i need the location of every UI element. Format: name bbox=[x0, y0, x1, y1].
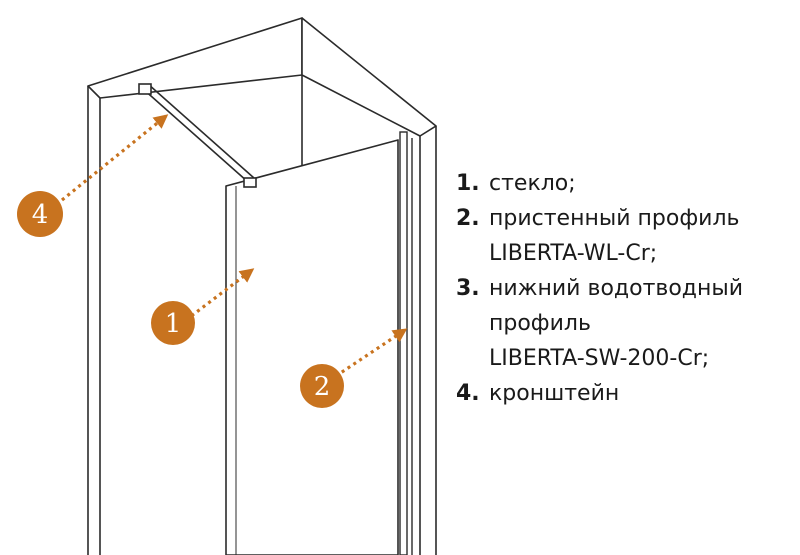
legend-item-glass: 1. стекло; bbox=[456, 166, 796, 201]
bracket bbox=[138, 83, 257, 188]
legend-number: 2. bbox=[456, 206, 480, 231]
legend-text: кронштейн bbox=[489, 381, 620, 406]
legend-number: 4. bbox=[456, 381, 480, 406]
callout-1-badge bbox=[151, 301, 195, 345]
legend-text: пристенный профиль bbox=[489, 206, 740, 231]
legend-item-bottom-profile: 3. нижний водотводный профиль LIBERTA-SW-… bbox=[456, 271, 796, 376]
legend-line: 2. пристенный профиль bbox=[456, 201, 796, 236]
callout-2-badge bbox=[300, 364, 344, 408]
parts-legend: 1. стекло; 2. пристенный профиль LIBERTA-W… bbox=[456, 166, 796, 411]
glass-panel bbox=[225, 139, 399, 555]
callout-4: 4 bbox=[17, 191, 63, 237]
legend-number: 3. bbox=[456, 276, 480, 301]
legend-line: 4. кронштейн bbox=[456, 376, 796, 411]
legend-item-bracket: 4. кронштейн bbox=[456, 376, 796, 411]
pointer-lines bbox=[60, 114, 408, 378]
legend-item-wall-profile: 2. пристенный профиль LIBERTA-WL-Cr; bbox=[456, 201, 796, 271]
callout-1-number: 1 bbox=[165, 309, 182, 339]
legend-line: LIBERTA-WL-Cr; bbox=[489, 241, 658, 266]
legend-text: нижний водотводный bbox=[489, 276, 744, 301]
callout-4-number: 4 bbox=[32, 200, 49, 230]
legend-number: 1. bbox=[456, 171, 480, 196]
callout-2-number: 2 bbox=[314, 372, 331, 402]
callout-4-badge bbox=[17, 191, 63, 237]
wall-profile bbox=[399, 131, 413, 555]
wall-corner bbox=[87, 17, 437, 555]
legend-line: 3. нижний водотводный bbox=[456, 271, 796, 306]
legend-line: 1. стекло; bbox=[456, 166, 796, 201]
legend-text: стекло; bbox=[489, 171, 576, 196]
legend-line: профиль bbox=[489, 311, 591, 336]
legend-line: LIBERTA-SW-200-Cr; bbox=[489, 346, 710, 371]
callout-1: 1 bbox=[151, 301, 195, 345]
callout-2: 2 bbox=[300, 364, 344, 408]
